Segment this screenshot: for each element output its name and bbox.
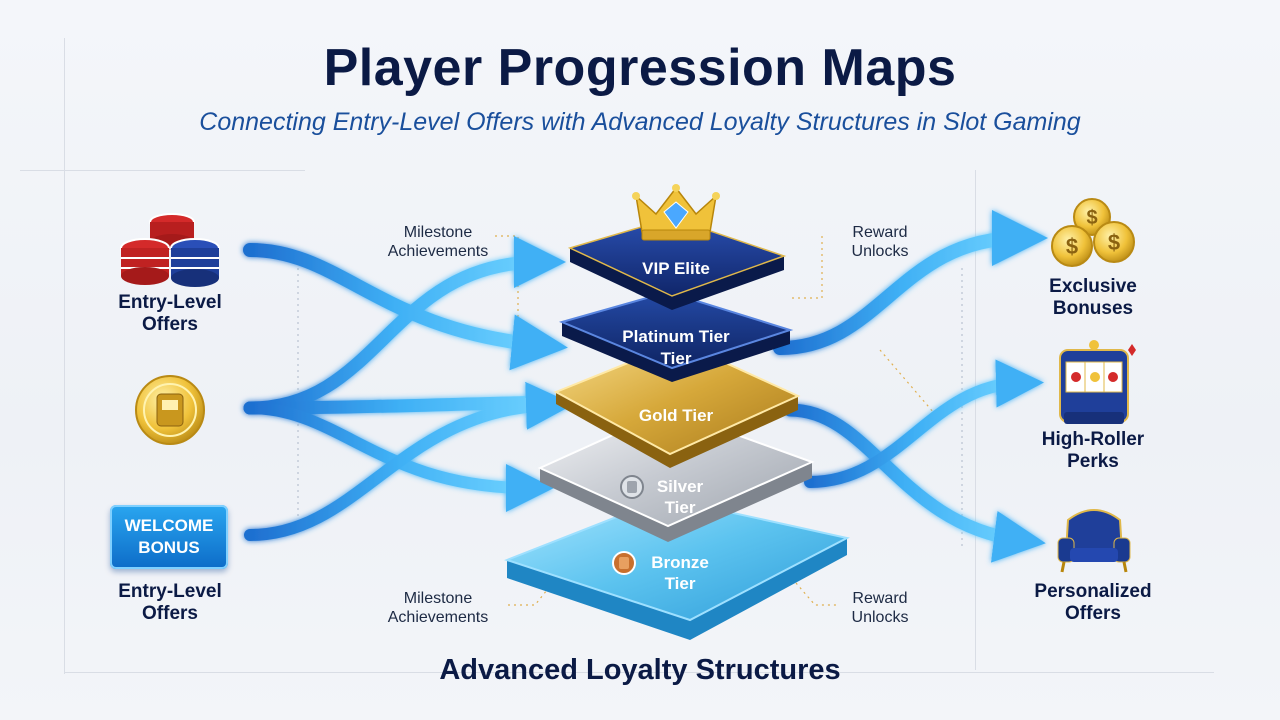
welcome-bonus-badge[interactable]: WELCOME BONUS	[110, 505, 228, 569]
svg-text:$: $	[1086, 207, 1097, 229]
frame-line-top-left	[20, 170, 305, 171]
silver-badge-icon	[620, 475, 644, 499]
exclusive-bonuses-label: Exclusive Bonuses	[1049, 276, 1137, 319]
entry-offers-bottom-label: Entry-Level Offers	[118, 581, 222, 624]
tier-stack	[504, 217, 850, 640]
tier-vip-label: VIP Elite	[642, 259, 710, 278]
tier-labels: VIP Elite Platinum Tier Tier Gold Tier S…	[622, 259, 730, 593]
tier-silver-label-1: Silver	[657, 477, 704, 496]
milestone-achievements-bottom: Milestone Achievements	[387, 590, 489, 626]
page-title: Player Progression Maps	[323, 39, 957, 97]
milestone-achievements-top: Milestone Achievements	[387, 224, 489, 260]
casino-chips-icon	[120, 213, 220, 287]
armchair-icon	[1057, 509, 1131, 573]
right-flow-streams	[773, 210, 1048, 563]
frame-line-left	[64, 38, 65, 674]
svg-text:$: $	[1066, 234, 1078, 259]
high-roller-perks-label: High-Roller Perks	[1041, 429, 1145, 472]
frame-line-bottom	[64, 672, 1214, 673]
tier-vip	[567, 217, 787, 310]
crown-icon	[632, 184, 720, 241]
reward-unlocks-bottom: Reward Unlocks	[851, 590, 909, 626]
entry-offers-top-label: Entry-Level Offers	[118, 292, 222, 335]
tier-silver-label-2: Tier	[665, 498, 696, 517]
tier-bronze	[504, 496, 850, 640]
page-subtitle: Connecting Entry-Level Offers with Advan…	[199, 108, 1081, 136]
slot-coin-icon	[135, 375, 205, 445]
svg-text:$: $	[1108, 230, 1120, 255]
tier-platinum-label-2: Tier	[661, 349, 692, 368]
bronze-badge-icon	[612, 551, 636, 575]
gold-coins-icon: $ $ $	[1051, 198, 1135, 267]
reward-unlocks-top: Reward Unlocks	[851, 224, 909, 260]
footer-title: Advanced Loyalty Structures	[439, 654, 841, 686]
slot-machine-icon	[1059, 340, 1136, 424]
tier-platinum	[558, 290, 794, 382]
tier-bronze-label-2: Tier	[665, 574, 696, 593]
tier-platinum-label-1: Platinum Tier	[622, 327, 730, 346]
frame-line-right	[975, 170, 976, 670]
tier-gold-label: Gold Tier	[639, 406, 714, 425]
tier-bronze-label-1: Bronze	[651, 553, 709, 572]
left-flow-streams	[243, 236, 574, 541]
personalized-offers-label: Personalized Offers	[1034, 581, 1152, 624]
